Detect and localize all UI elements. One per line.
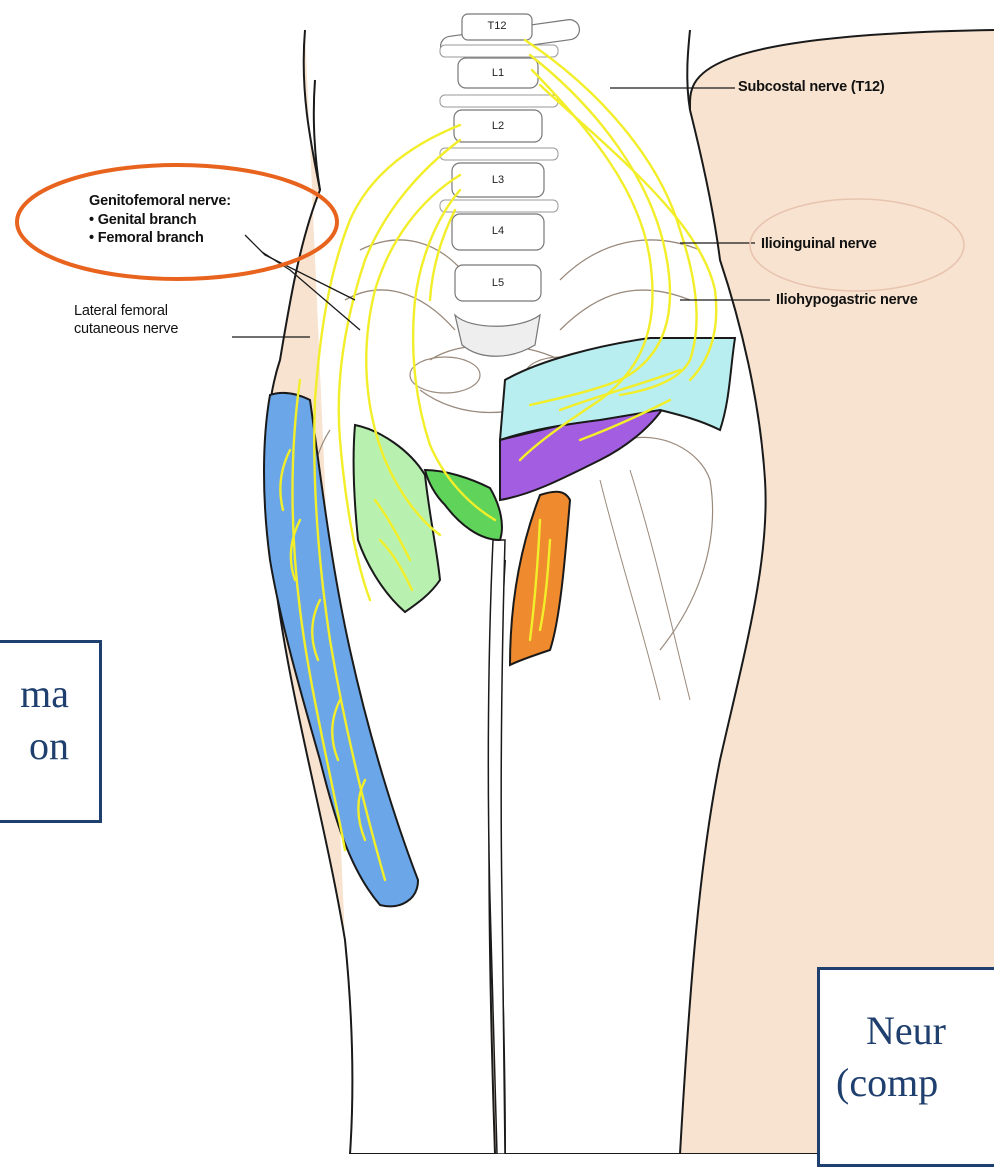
- left-box-line1: ma: [0, 668, 69, 720]
- genital-branch-region: [425, 470, 502, 540]
- genital-branch-label: • Genital branch: [89, 212, 196, 229]
- vertebra-label: L1: [478, 67, 518, 79]
- vertebra-label: T12: [477, 20, 517, 32]
- obturator-region: [510, 492, 570, 665]
- lateral-femoral-label-line2: cutaneous nerve: [74, 321, 178, 338]
- femoral-branch-region: [354, 425, 440, 612]
- vertebra-label: L3: [478, 174, 518, 186]
- left-overlay-box: ma on: [0, 640, 102, 823]
- genitofemoral-title: Genitofemoral nerve:: [89, 193, 231, 210]
- vertebra-label: L5: [478, 277, 518, 289]
- left-box-line2: on: [0, 720, 69, 772]
- right-box-line1: Neur: [860, 1005, 994, 1057]
- lateral-femoral-label-line1: Lateral femoral: [74, 303, 168, 320]
- vertebra-label: L2: [478, 120, 518, 132]
- leg-gap: [488, 540, 505, 1154]
- subcostal-label: Subcostal nerve (T12): [738, 79, 885, 96]
- femoral-branch-label: • Femoral branch: [89, 230, 204, 247]
- ilioinguinal-label: Ilioinguinal nerve: [761, 236, 877, 253]
- right-box-line2: (comp: [836, 1057, 994, 1109]
- vertebra-label: L4: [478, 225, 518, 237]
- iliohypogastric-label: Iliohypogastric nerve: [776, 292, 918, 309]
- right-overlay-box: Neur (comp: [817, 967, 994, 1167]
